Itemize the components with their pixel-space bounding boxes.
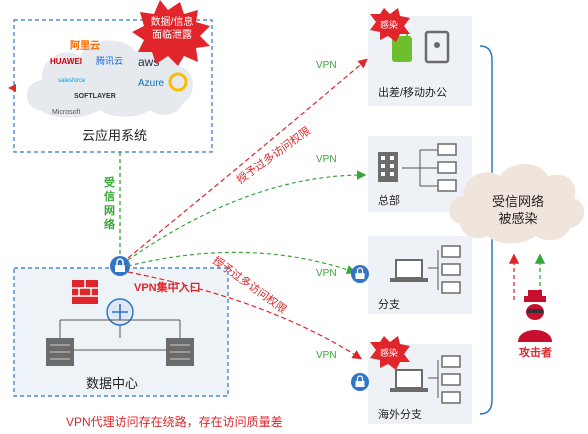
- branch-label-hq: 总部: [378, 193, 400, 207]
- infected-badge-mobile: 感染: [370, 8, 410, 42]
- provider-huawei: HUAWEI: [50, 57, 82, 66]
- server-icon-right: [166, 338, 194, 366]
- vpn-label-4: VPN: [316, 350, 337, 361]
- provider-alicloud: 阿里云: [70, 40, 100, 52]
- server-icon-left: [46, 338, 74, 366]
- attacker-icon: [518, 290, 552, 342]
- branch-label-mobile: 出差/移动办公: [378, 85, 447, 99]
- provider-tencent: 腾讯云: [96, 55, 123, 66]
- trusted-char-1: 信: [104, 189, 115, 203]
- branch-branch: 分支: [368, 236, 472, 314]
- pc-icon: [437, 143, 457, 156]
- pc-icon: [437, 161, 457, 174]
- trusted-char-2: 网: [104, 204, 115, 217]
- infected-badge-overseas: 感染: [370, 336, 410, 370]
- pc-icon: [441, 281, 461, 294]
- infected-badge-overseas-text: 感染: [380, 347, 398, 358]
- trusted-char-0: 受: [104, 175, 115, 189]
- google-cloud-icon: [168, 72, 188, 92]
- luggage-icon: [392, 36, 412, 62]
- vpn-entry-label: VPN集中入口: [134, 280, 201, 294]
- leak-burst-text-line1: 数据/信息: [151, 15, 194, 28]
- tablet-icon: [424, 30, 450, 64]
- vpn-label-1: VPN: [316, 60, 337, 71]
- vpn-label-3: VPN: [316, 268, 337, 279]
- branch-label-branch: 分支: [378, 298, 400, 311]
- vpn-label-2: VPN: [316, 154, 337, 165]
- overgrant-label-top: 授予过多访问权限: [234, 123, 313, 186]
- trusted-char-3: 络: [104, 217, 115, 231]
- line-to-mobile: [127, 58, 368, 259]
- infected-network-cloud: 受信网络 被感染: [449, 164, 585, 244]
- firewall-icon: [72, 280, 98, 304]
- line-to-branch: [127, 251, 357, 275]
- provider-aws: aws: [138, 55, 159, 69]
- provider-microsoft: Microsoft: [52, 109, 80, 116]
- bottom-caption: VPN代理访问存在绕路，存在访问质量差: [66, 414, 283, 429]
- laptop-icon: [395, 259, 423, 279]
- provider-softlayer: SOFTLAYER: [74, 93, 116, 100]
- provider-azure: Azure: [138, 78, 165, 89]
- infected-badge-mobile-text: 感染: [380, 19, 398, 30]
- pc-icon: [437, 179, 457, 192]
- pc-icon: [441, 263, 461, 276]
- line-to-overseas: [127, 271, 363, 360]
- lock-icon-branch: [351, 265, 369, 283]
- pc-icon: [441, 245, 461, 258]
- infected-network-line2: 被感染: [498, 211, 537, 226]
- data-center-title: 数据中心: [86, 376, 138, 391]
- infected-network-line1: 受信网络: [492, 194, 544, 209]
- pc-icon: [441, 391, 461, 404]
- vpn-gateway-icon: [110, 256, 130, 276]
- provider-salesforce: salesforce: [58, 78, 86, 84]
- lock-icon-overseas: [351, 373, 369, 391]
- line-to-hq: [127, 170, 367, 261]
- pc-icon: [441, 355, 461, 368]
- pc-icon: [441, 373, 461, 386]
- left-arrow-icon: [8, 84, 16, 92]
- data-center-box: VPN集中入口 数据中心: [13, 267, 229, 397]
- cloud-system-title: 云应用系统: [82, 128, 147, 143]
- branch-label-overseas: 海外分支: [378, 407, 422, 421]
- attacker-label: 攻击者: [519, 345, 552, 359]
- trusted-network-label: 受 信 网 络: [104, 175, 115, 231]
- leak-burst-text-line2: 面临泄露: [152, 28, 192, 41]
- laptop-icon: [395, 369, 423, 389]
- leak-burst: 数据/信息 面临泄露: [132, 0, 210, 66]
